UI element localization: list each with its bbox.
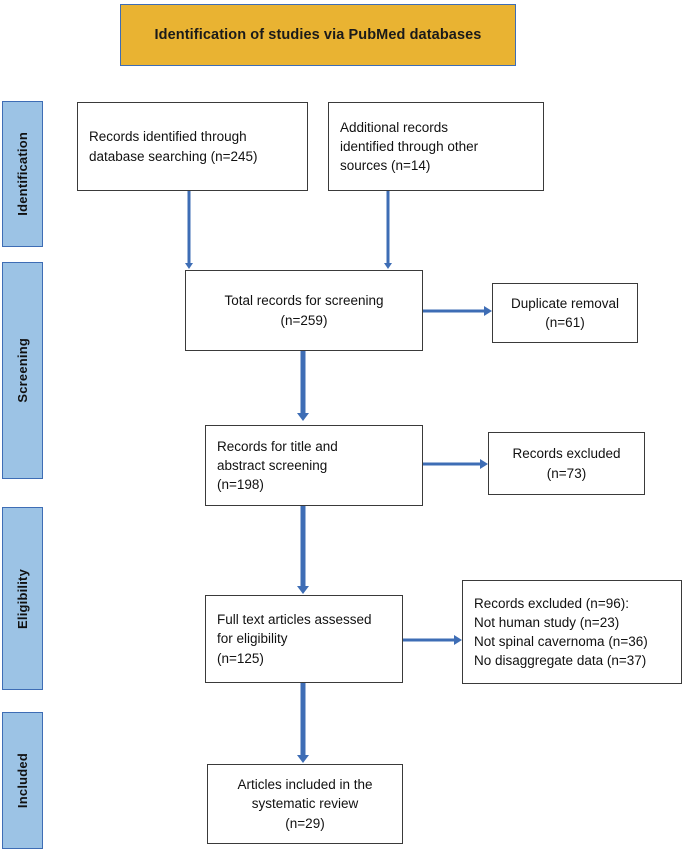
diagram-header-banner: Identification of studies via PubMed dat… [120,4,516,66]
box-full-text-assessed: Full text articles assessed for eligibil… [205,595,403,683]
box-total-records-for-screening: Total records for screening (n=259) [185,270,423,351]
box-text: Additional records identified through ot… [340,119,479,174]
stage-label-eligibility: Eligibility [2,507,43,690]
stage-label-text: Included [15,752,30,809]
stage-label-text: Eligibility [15,568,30,629]
arrow-full-text-to-excluded [403,634,462,645]
box-records-identified-database: Records identified through database sear… [77,102,308,191]
diagram-title: Identification of studies via PubMed dat… [154,27,482,43]
stage-label-identification: Identification [2,101,43,247]
arrow-screening-to-full-text [296,506,309,594]
box-text: Full text articles assessed for eligibil… [217,612,372,666]
arrow-database-to-total [184,191,193,269]
stage-label-included: Included [2,712,43,849]
box-articles-included: Articles included in the systematic revi… [207,764,403,844]
box-duplicate-removal: Duplicate removal (n=61) [492,283,638,343]
box-text: Records excluded (n=73) [512,446,621,481]
box-records-excluded-full-text: Records excluded (n=96): Not human study… [462,580,682,684]
box-text: Records identified through database sear… [89,129,258,164]
stage-label-text: Identification [15,132,30,216]
arrow-total-to-duplicate-removal [423,305,492,316]
arrow-screening-to-excluded [423,458,488,469]
stage-label-screening: Screening [2,262,43,479]
box-records-excluded-screening: Records excluded (n=73) [488,432,645,495]
box-text: Duplicate removal (n=61) [510,295,620,330]
box-text: Records excluded (n=96): Not human study… [474,595,648,669]
box-text: Total records for screening (n=259) [224,293,384,328]
box-additional-records-other-sources: Additional records identified through ot… [328,102,544,191]
box-text: Records for title and abstract screening… [217,438,338,493]
arrow-other-sources-to-total [383,191,392,269]
stage-label-text: Screening [15,338,30,403]
box-title-abstract-screening: Records for title and abstract screening… [205,425,423,506]
arrow-full-text-to-included [296,683,309,763]
arrow-total-to-title-abstract [296,351,309,421]
box-text: Articles included in the systematic revi… [237,777,373,831]
